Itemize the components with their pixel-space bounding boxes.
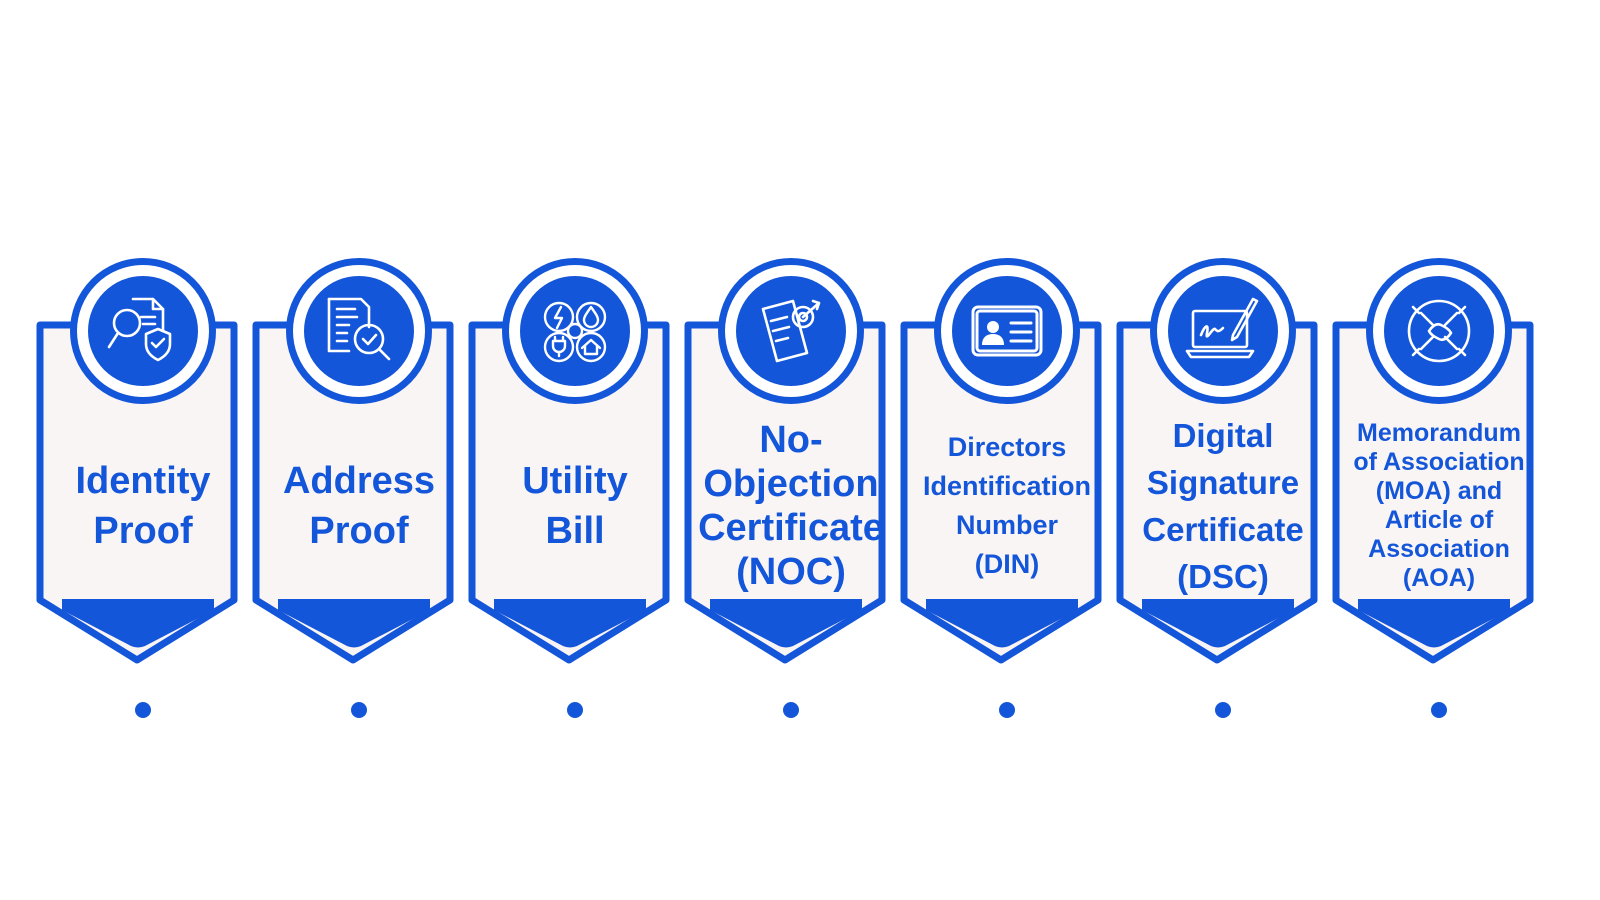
icon-badge <box>718 258 864 404</box>
certificate-target-icon <box>761 299 821 363</box>
card-frame <box>1116 321 1318 664</box>
document-magnifier-check-icon <box>327 297 391 361</box>
icon-badge <box>1366 258 1512 404</box>
card-bottom-chevron <box>1358 599 1510 648</box>
card-bottom-chevron <box>926 599 1078 648</box>
laptop-signature-pen-icon <box>1185 297 1259 359</box>
identity-search-shield-icon <box>107 297 172 362</box>
id-card-icon <box>971 305 1043 357</box>
timeline-dot <box>351 702 367 718</box>
card-frame <box>252 321 454 664</box>
card-bottom-chevron <box>278 599 430 648</box>
icon-badge <box>1150 258 1296 404</box>
card-bottom-chevron <box>62 599 214 648</box>
timeline-dot <box>135 702 151 718</box>
card-bottom-chevron <box>1142 599 1294 648</box>
icon-badge <box>286 258 432 404</box>
card-bottom-chevron <box>710 599 862 648</box>
timeline-dot <box>783 702 799 718</box>
icon-badge <box>70 258 216 404</box>
hands-together-icon <box>1407 299 1471 363</box>
timeline-dot <box>1215 702 1231 718</box>
timeline-dot <box>1431 702 1447 718</box>
utilities-electric-water-gas-icon <box>543 301 607 363</box>
icon-badge <box>502 258 648 404</box>
card-bottom-chevron <box>494 599 646 648</box>
timeline-dot <box>567 702 583 718</box>
timeline-dot <box>999 702 1015 718</box>
icon-badge <box>934 258 1080 404</box>
